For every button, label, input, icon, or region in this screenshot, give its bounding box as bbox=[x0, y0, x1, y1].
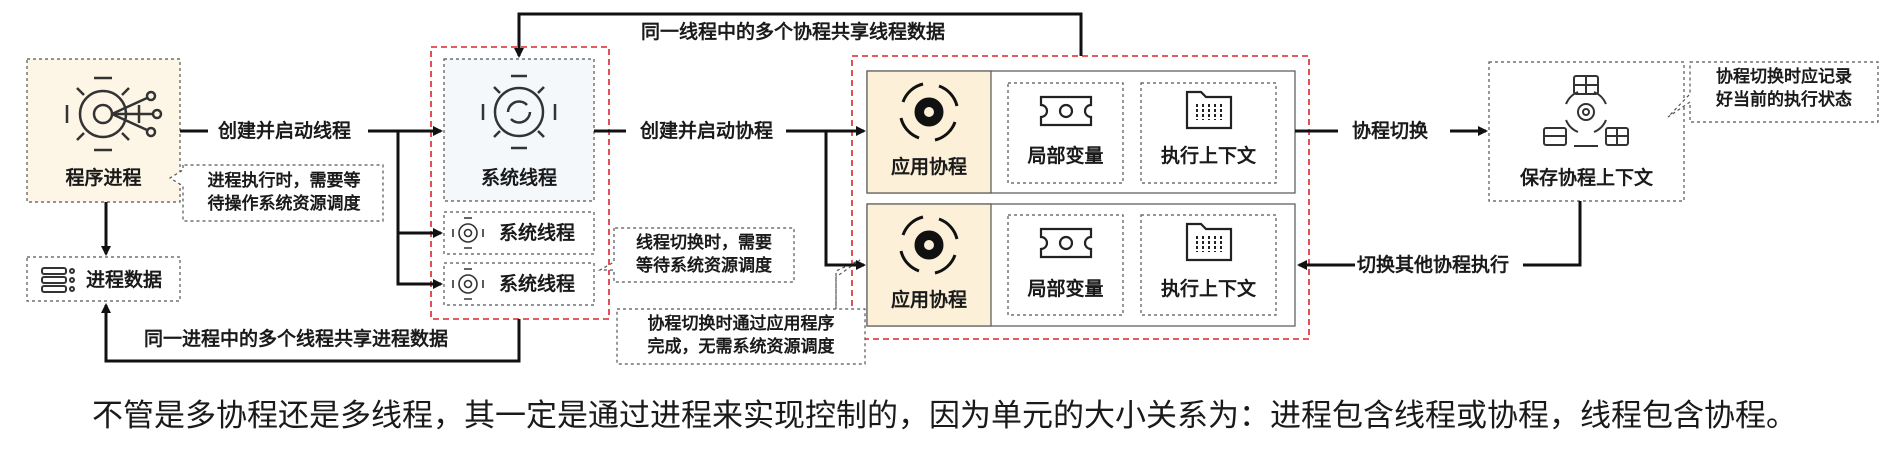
thread-group bbox=[430, 46, 610, 320]
save-context-label: 保存协程上下文 bbox=[1519, 167, 1653, 189]
folder-binary-icon bbox=[1185, 90, 1233, 130]
gear-small-icon bbox=[452, 268, 484, 300]
process-note-shape bbox=[168, 164, 384, 222]
app-coroutine-1-box bbox=[866, 70, 992, 194]
save-note-line1: 协程切换时应记录 bbox=[1716, 67, 1852, 87]
gear-cycle-icon bbox=[481, 74, 557, 150]
folder-binary-icon bbox=[1185, 222, 1233, 262]
top-arrow-label: 同一线程中的多个协程共享线程数据 bbox=[641, 21, 946, 43]
switch-back-label: 切换其他协程执行 bbox=[1357, 254, 1510, 276]
switch-label: 协程切换 bbox=[1352, 120, 1429, 142]
gear-network-icon bbox=[65, 76, 163, 152]
system-thread-2-label: 系统线程 bbox=[499, 222, 576, 244]
context-grid-icon bbox=[1543, 75, 1629, 147]
local-var-2-label: 局部变量 bbox=[1027, 278, 1104, 300]
context-2-label: 执行上下文 bbox=[1160, 278, 1256, 300]
save-note-line2: 好当前的执行状态 bbox=[1716, 90, 1852, 110]
arrow-create-thread-label: 创建并启动线程 bbox=[218, 120, 352, 142]
gear-arrows-icon bbox=[899, 215, 959, 275]
ticket-icon bbox=[1039, 95, 1093, 127]
ticket-icon bbox=[1039, 227, 1093, 259]
coroutine-note-shape bbox=[616, 259, 866, 365]
system-thread-2-box bbox=[443, 211, 595, 255]
coroutine-note: 协程切换时通过应用程序 完成，无需系统资源调度 bbox=[619, 313, 863, 359]
process-note: 进程执行时，需要等 待操作系统资源调度 bbox=[189, 170, 379, 216]
local-var-1-label: 局部变量 bbox=[1027, 145, 1104, 167]
system-thread-3-box bbox=[443, 262, 595, 306]
gear-small-icon bbox=[452, 217, 484, 249]
thread-note-line1: 线程切换时，需要 bbox=[636, 233, 772, 253]
save-note: 协程切换时应记录 好当前的执行状态 bbox=[1692, 66, 1876, 112]
process-data-label: 进程数据 bbox=[86, 269, 163, 291]
local-var-2-box bbox=[1007, 214, 1124, 316]
app-coroutine-2-label: 应用协程 bbox=[890, 289, 967, 311]
system-thread-main-box bbox=[443, 58, 595, 202]
app-coroutine-2-box bbox=[866, 203, 992, 327]
connectors bbox=[101, 12, 1582, 363]
process-label: 程序进程 bbox=[65, 167, 142, 189]
arrow-create-coroutine-label: 创建并启动协程 bbox=[640, 120, 774, 142]
thread-note-line2: 等待系统资源调度 bbox=[636, 256, 772, 276]
caption-text: 不管是多协程还是多线程，其一定是通过进程来实现控制的，因为单元的大小关系为：进程… bbox=[92, 398, 1797, 434]
process-data-box bbox=[26, 256, 181, 302]
coroutine-note-line2: 完成，无需系统资源调度 bbox=[647, 337, 835, 357]
process-note-line1: 进程执行时，需要等 bbox=[207, 171, 361, 191]
system-thread-main-label: 系统线程 bbox=[480, 167, 557, 189]
coroutine-note-line1: 协程切换时通过应用程序 bbox=[647, 314, 835, 334]
system-thread-3-label: 系统线程 bbox=[499, 273, 576, 295]
local-var-1-box bbox=[1007, 82, 1124, 184]
thread-note-shape bbox=[597, 227, 795, 283]
context-1-label: 执行上下文 bbox=[1160, 145, 1256, 167]
context-1-box bbox=[1140, 82, 1277, 184]
app-coroutine-1-label: 应用协程 bbox=[890, 156, 967, 178]
context-2-box bbox=[1140, 214, 1277, 316]
thread-note: 线程切换时，需要 等待系统资源调度 bbox=[616, 232, 792, 278]
process-note-line2: 待操作系统资源调度 bbox=[207, 194, 361, 214]
gear-arrows-icon bbox=[899, 82, 959, 142]
bottom-arrow-label: 同一进程中的多个线程共享进程数据 bbox=[144, 328, 449, 350]
save-note-shape bbox=[1667, 61, 1879, 123]
database-icon bbox=[41, 267, 75, 293]
